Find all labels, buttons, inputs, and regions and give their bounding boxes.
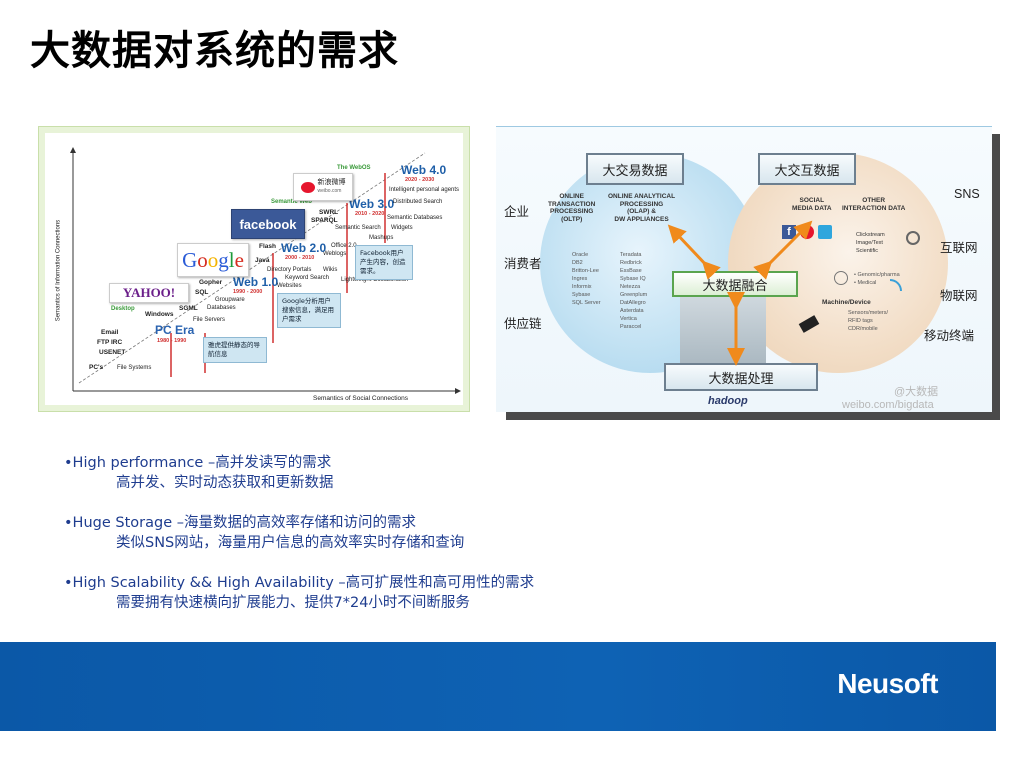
term-ftp-irc: FTP IRC	[97, 339, 123, 346]
watermark-weibo-name: @大数据	[894, 386, 939, 398]
term-file-servers: File Servers	[193, 317, 226, 323]
term-sparql: SPARQL	[311, 217, 338, 224]
yahoo-logo: YAHOO!	[109, 283, 189, 303]
callout-google: Google分析用户搜索信息，满足用户需求	[277, 293, 341, 328]
facebook-logo: facebook	[231, 209, 305, 239]
requirement-detail: 类似SNS网站，海量用户信息的高效率实时存储和查询	[116, 535, 465, 551]
term-keyword-search: Keyword Search	[285, 275, 330, 281]
label-social: SOCIAL MEDIA DATA	[792, 197, 832, 212]
bigdata-figure: 大交易数据 大交互数据 ONLINE TRANSACTION PROCESSIN…	[496, 126, 992, 412]
term-websites: Websites	[277, 283, 302, 289]
era-web4-label: Web 4.0	[401, 163, 447, 177]
requirement-title: •High performance –高并发读写的需求	[64, 455, 332, 471]
term-pcs: PC's	[89, 364, 104, 371]
term-office: Office 2.0	[331, 243, 357, 249]
requirement-detail: 需要拥有快速横向扩展能力、提供7*24小时不间断服务	[116, 595, 470, 611]
google-logo: Google	[177, 243, 249, 277]
term-java: Java	[255, 257, 270, 264]
label-olap: ONLINE ANALYTICAL PROCESSING (OLAP) & DW…	[608, 193, 676, 223]
term-file-systems: File Systems	[117, 365, 152, 371]
label-oltp: ONLINE TRANSACTION PROCESSING (OLTP)	[548, 193, 596, 223]
neusoft-logo: Neusoft	[837, 668, 938, 699]
search-icon	[906, 231, 920, 245]
x-axis-label: Semantics of Social Connections	[313, 395, 409, 402]
term-webos: The WebOS	[337, 165, 371, 171]
term-wikis: Wikis	[323, 267, 338, 273]
clickstream-list: Clickstream Image/Text Scientific	[856, 232, 885, 254]
weibo-icon	[300, 181, 315, 193]
side-iot: 物联网	[940, 288, 978, 303]
twitter-icon	[818, 225, 832, 239]
sensors-list: Sensors/meters/ RFID tags CDR/mobile	[848, 310, 889, 332]
side-enterprise: 企业	[504, 204, 530, 219]
term-sql: SQL	[195, 289, 209, 296]
dna-icon	[834, 271, 848, 285]
hadoop-logo: hadoop	[708, 395, 748, 407]
requirement-detail: 高并发、实时动态获取和更新数据	[116, 475, 334, 491]
fusion-pillar	[680, 297, 766, 367]
side-internet: 互联网	[940, 240, 978, 255]
box-trading: 大交易数据	[586, 153, 684, 185]
term-intelligent-agents: Intelligent personal agents	[389, 187, 460, 193]
genomic-list: • Genomic/pharma • Medical	[854, 272, 900, 286]
era-web2-years: 2000 - 2010	[285, 255, 315, 261]
term-weblogs: Weblogs	[323, 251, 347, 257]
term-semantic-web: Semantic Web	[271, 199, 312, 205]
term-desktop: Desktop	[111, 306, 135, 312]
term-sgml: SGML	[179, 305, 198, 312]
term-email: Email	[101, 329, 119, 336]
footer-bar: Neusoft	[0, 642, 996, 731]
term-gopher: Gopher	[199, 279, 223, 286]
requirement-storage: •Huge Storage –海量数据的高效率存储和访问的需求 类似SNS网站，…	[64, 513, 684, 553]
flow-arrows	[667, 220, 813, 366]
era-web3-years: 2010 - 2020	[355, 211, 385, 217]
term-groupware: Groupware	[215, 297, 245, 303]
label-machine: Machine/Device	[822, 299, 871, 306]
term-swrl: SWRL	[319, 209, 339, 216]
era-pc-label: PC Era	[155, 323, 195, 337]
side-supply-chain: 供应链	[504, 316, 542, 331]
term-distributed-search: Distributed Search	[393, 199, 443, 205]
box-processing: 大数据处理	[664, 363, 818, 391]
term-flash: Flash	[259, 243, 276, 250]
callout-yahoo: 雅虎提供静态的导航信息	[203, 337, 267, 363]
requirement-scalability: •High Scalability && High Availability –…	[64, 573, 684, 613]
term-semantic-search: Semantic Search	[335, 225, 381, 231]
term-mashups: Mashups	[369, 235, 394, 241]
callout-facebook: Facebook用户产生内容，创造需求。	[355, 245, 413, 280]
watermark-weibo-url: weibo.com/bigdata	[842, 399, 934, 411]
weibo-logo: 新浪微博 weibo.com	[293, 173, 353, 201]
term-widgets: Widgets	[391, 225, 413, 231]
side-consumer: 消费者	[504, 256, 542, 271]
era-web1-label: Web 1.0	[233, 275, 279, 289]
web-evolution-figure: Semantics of Information Connections Sem…	[38, 126, 470, 412]
era-pc-years: 1980 - 1990	[157, 338, 187, 344]
term-databases: Databases	[207, 305, 236, 311]
term-usenet: USENET	[99, 349, 126, 356]
era-web1-years: 1990 - 2000	[233, 289, 263, 295]
slide-title: 大数据对系统的需求	[30, 28, 399, 74]
label-other: OTHER INTERACTION DATA	[842, 197, 906, 212]
term-directory-portals: Directory Portals	[267, 267, 312, 273]
box-interaction: 大交互数据	[758, 153, 856, 185]
web-evolution-axes	[70, 147, 461, 394]
requirement-title: •High Scalability && High Availability –…	[64, 575, 535, 591]
side-mobile: 移动终端	[924, 328, 975, 343]
web-evolution-canvas: Semantics of Information Connections Sem…	[45, 133, 463, 405]
requirement-title: •Huge Storage –海量数据的高效率存储和访问的需求	[64, 515, 416, 531]
requirement-performance: •High performance –高并发读写的需求 高并发、实时动态获取和更…	[64, 453, 684, 493]
era-web4-years: 2020 - 2030	[405, 177, 435, 183]
y-axis-label: Semantics of Information Connections	[55, 219, 62, 322]
term-light: Lightweight Collaboration	[341, 277, 409, 283]
side-sns: SNS	[954, 187, 980, 201]
era-web2-label: Web 2.0	[281, 241, 327, 255]
requirements-list: •High performance –高并发读写的需求 高并发、实时动态获取和更…	[64, 453, 684, 633]
term-semantic-databases: Semantic Databases	[387, 215, 443, 221]
era-web3-label: Web 3.0	[349, 197, 395, 211]
term-windows: Windows	[145, 311, 174, 318]
